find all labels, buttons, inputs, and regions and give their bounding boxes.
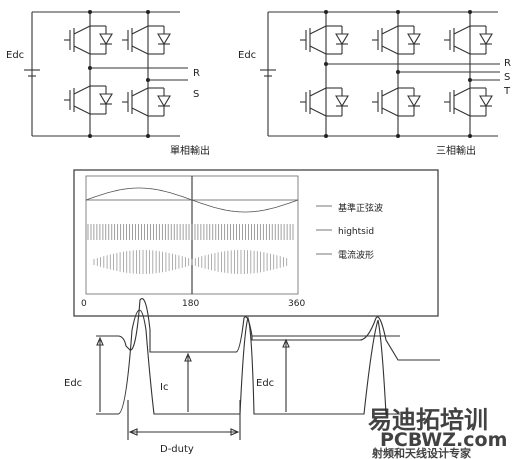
igbt-switch bbox=[444, 87, 493, 117]
igbt-switch bbox=[122, 25, 171, 55]
waveform-panel: 0 180 360 基準正弦波 hightsid 電流波形 bbox=[73, 169, 439, 317]
legend-reference-sine: 基準正弦波 bbox=[338, 202, 383, 214]
current-waveform bbox=[93, 250, 288, 274]
three-phase-output-s: S bbox=[504, 72, 510, 83]
three-phase-edc-label: Edc bbox=[238, 50, 256, 61]
pulse-right-edc: Edc bbox=[256, 378, 274, 389]
three-phase-bridge: Edc R S T bbox=[238, 10, 511, 157]
single-phase-output-s: S bbox=[193, 89, 199, 100]
watermark-line2: 射频和天线设计专家 bbox=[371, 446, 472, 459]
igbt-switch bbox=[372, 25, 421, 55]
igbt-switch bbox=[444, 25, 493, 55]
x-tick-0: 0 bbox=[81, 299, 87, 309]
legend-highside: hightsid bbox=[338, 227, 374, 237]
igbt-switch bbox=[300, 87, 349, 117]
igbt-switch bbox=[64, 25, 113, 55]
three-phase-caption: 三相輸出 bbox=[436, 144, 476, 157]
igbt-switch bbox=[300, 25, 349, 55]
watermark-brand: PCBWZ.com bbox=[380, 429, 507, 451]
single-phase-caption: 單相輸出 bbox=[170, 144, 210, 157]
three-phase-output-r: R bbox=[504, 58, 511, 69]
x-tick-360: 360 bbox=[288, 299, 305, 309]
igbt-switch bbox=[122, 87, 171, 117]
three-phase-output-t: T bbox=[503, 86, 511, 97]
legend-current: 電流波形 bbox=[338, 249, 374, 261]
watermark-line1: 易迪拓培训 bbox=[368, 406, 488, 434]
x-tick-180: 180 bbox=[182, 299, 199, 309]
igbt-switch bbox=[64, 85, 113, 115]
pulse-diagram: Edc Ic Edc D-duty bbox=[64, 298, 440, 455]
pulse-current-label: Ic bbox=[160, 382, 168, 393]
watermark-logo: 易迪拓培训 PCBWZ.com 射频和天线设计专家 bbox=[368, 406, 507, 459]
pulse-left-edc: Edc bbox=[64, 378, 82, 389]
duty-cycle-label: D-duty bbox=[160, 444, 194, 455]
single-phase-output-r: R bbox=[193, 68, 200, 79]
igbt-switch bbox=[372, 87, 421, 117]
single-phase-edc-label: Edc bbox=[6, 50, 24, 61]
reference-sine-wave bbox=[85, 187, 299, 213]
hightside-pwm-pulses bbox=[87, 224, 294, 240]
single-phase-bridge: Edc R S bbox=[6, 10, 210, 157]
